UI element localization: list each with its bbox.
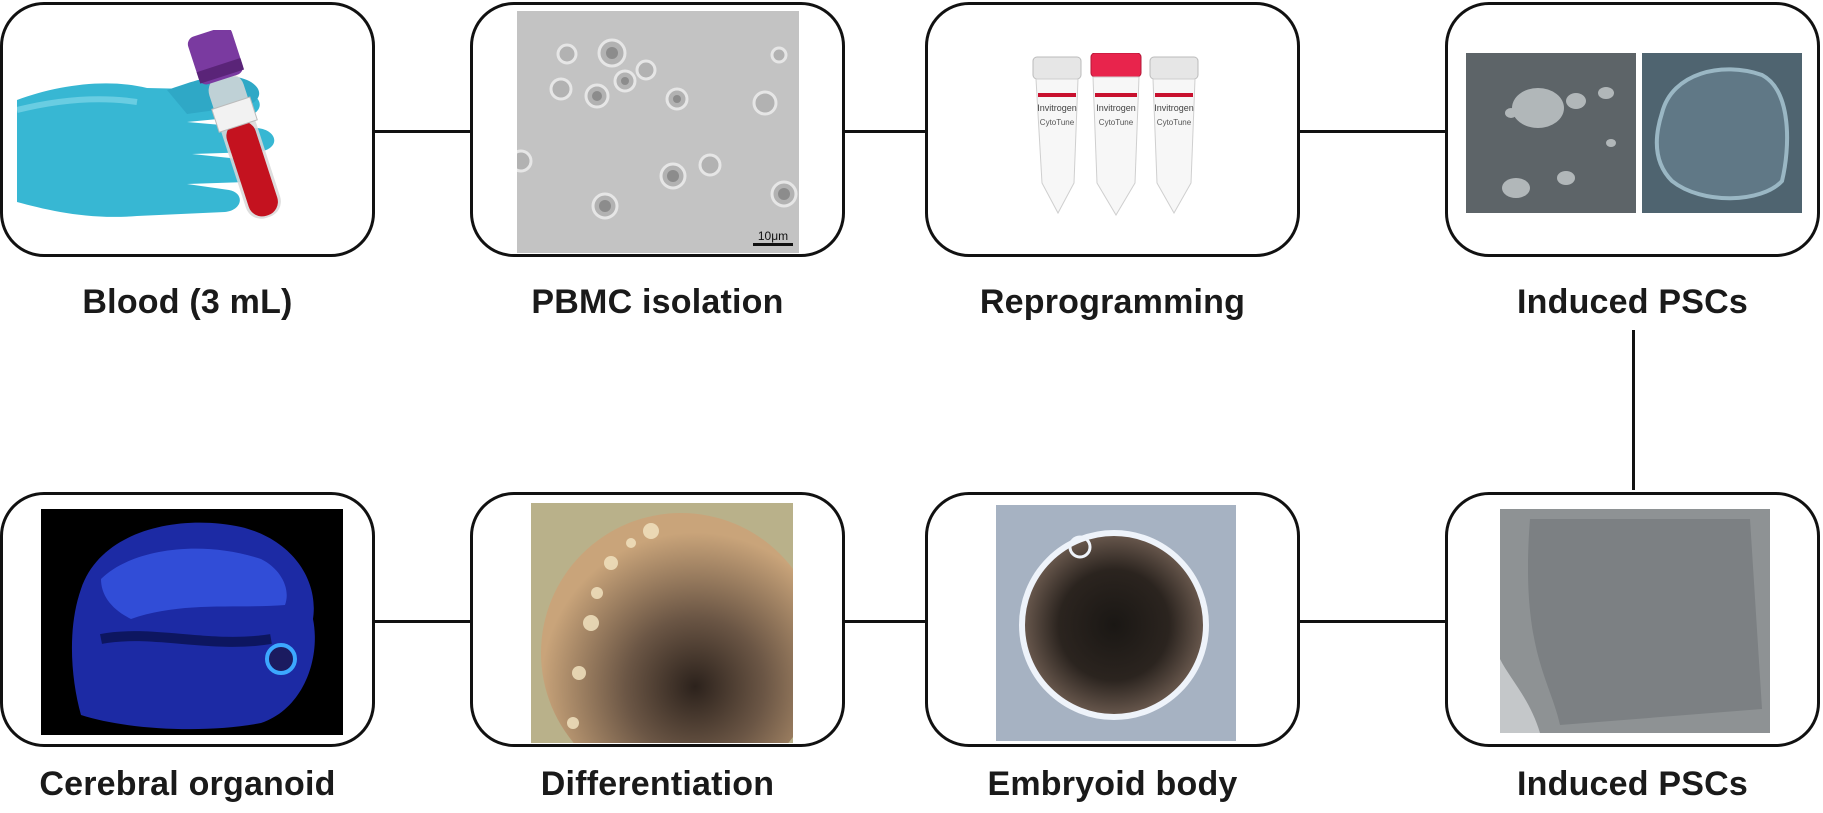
- ipsc-colony-image-right: [1642, 53, 1802, 213]
- step-differentiation-box: [470, 492, 845, 747]
- differentiation-image: [531, 503, 793, 743]
- step-pbmc-label: PBMC isolation: [531, 283, 784, 321]
- scale-bar-text: 10μm: [758, 229, 788, 243]
- step-cerebral-label: Cerebral organoid: [39, 765, 336, 803]
- pbmc-microscopy-image: 10μm: [517, 11, 799, 253]
- step-blood-label: Blood (3 mL): [82, 283, 293, 321]
- step-differentiation-label: Differentiation: [540, 765, 775, 803]
- connector-embryoid-ipsc: [1300, 620, 1445, 623]
- cerebral-organoid-image: [41, 509, 343, 735]
- tube-2-brand: Invitrogen: [1096, 103, 1136, 113]
- embryoid-body-image: [996, 505, 1236, 741]
- connector-pbmc-reprogramming: [845, 130, 930, 133]
- connector-ipsc-ipsc: [1632, 330, 1635, 490]
- tube-3-text: CytoTune: [1157, 118, 1192, 127]
- ipsc-colony-image: [1500, 509, 1770, 733]
- ipsc-colonies-image-left: [1466, 53, 1636, 213]
- step-cerebral-box: [0, 492, 375, 747]
- step-ipsc-top-label: Induced PSCs: [1516, 283, 1748, 321]
- connector-reprogramming-ipsc: [1300, 130, 1445, 133]
- tube-1-brand: Invitrogen: [1037, 103, 1077, 113]
- step-embryoid-box: [925, 492, 1300, 747]
- reprogramming-tubes-image: Invitrogen CytoTune Invitrogen CytoTune …: [1028, 53, 1203, 223]
- connector-cerebral-differentiation: [375, 620, 470, 623]
- tube-3-brand: Invitrogen: [1154, 103, 1194, 113]
- blood-tube-hand-image: [17, 30, 357, 230]
- step-embryoid-label: Embryoid body: [987, 765, 1238, 803]
- connector-differentiation-embryoid: [845, 620, 930, 623]
- step-pbmc-box: 10μm: [470, 2, 845, 257]
- step-blood-box: [0, 2, 375, 257]
- tube-1-text: CytoTune: [1040, 118, 1075, 127]
- step-reprogramming-box: Invitrogen CytoTune Invitrogen CytoTune …: [925, 2, 1300, 257]
- step-ipsc-top-box: [1445, 2, 1820, 257]
- connector-blood-pbmc: [375, 130, 470, 133]
- tube-2-text: CytoTune: [1099, 118, 1134, 127]
- step-ipsc-bottom-box: [1445, 492, 1820, 747]
- step-ipsc-bottom-label: Induced PSCs: [1516, 765, 1748, 803]
- step-reprogramming-label: Reprogramming: [979, 283, 1246, 321]
